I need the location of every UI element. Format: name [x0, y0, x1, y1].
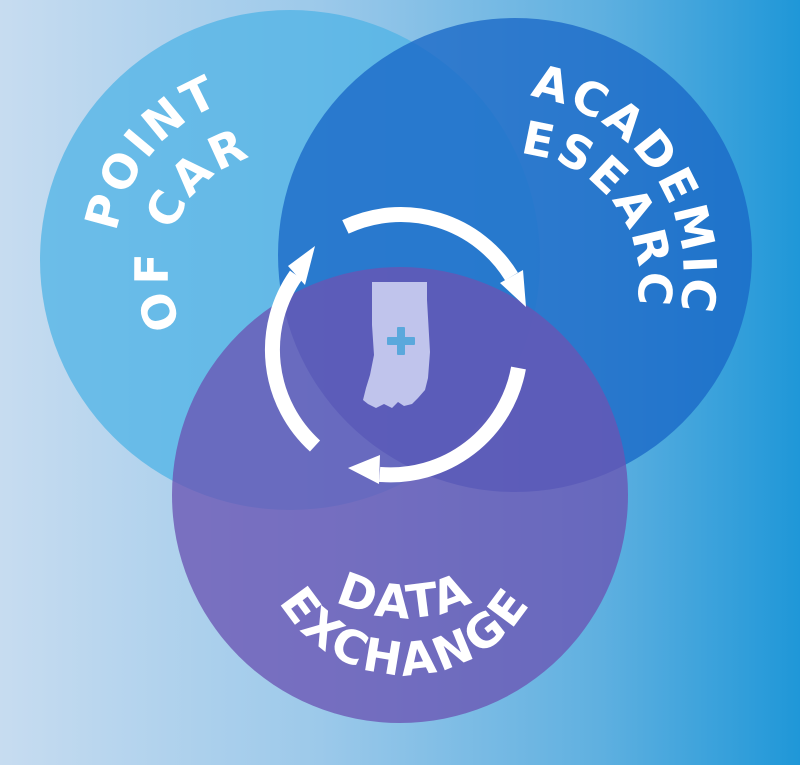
- arrowhead-bottom: [348, 455, 380, 484]
- arrowhead-left: [288, 246, 315, 285]
- indiana-state-plus-icon: [363, 282, 430, 408]
- plus-icon: [387, 327, 415, 355]
- arrow-arc-left: [265, 270, 321, 452]
- circular-arrows-icon: [265, 207, 526, 484]
- arrowhead-top: [500, 270, 526, 307]
- arrow-arc-top: [342, 207, 518, 281]
- arrow-arc-right: [378, 366, 526, 483]
